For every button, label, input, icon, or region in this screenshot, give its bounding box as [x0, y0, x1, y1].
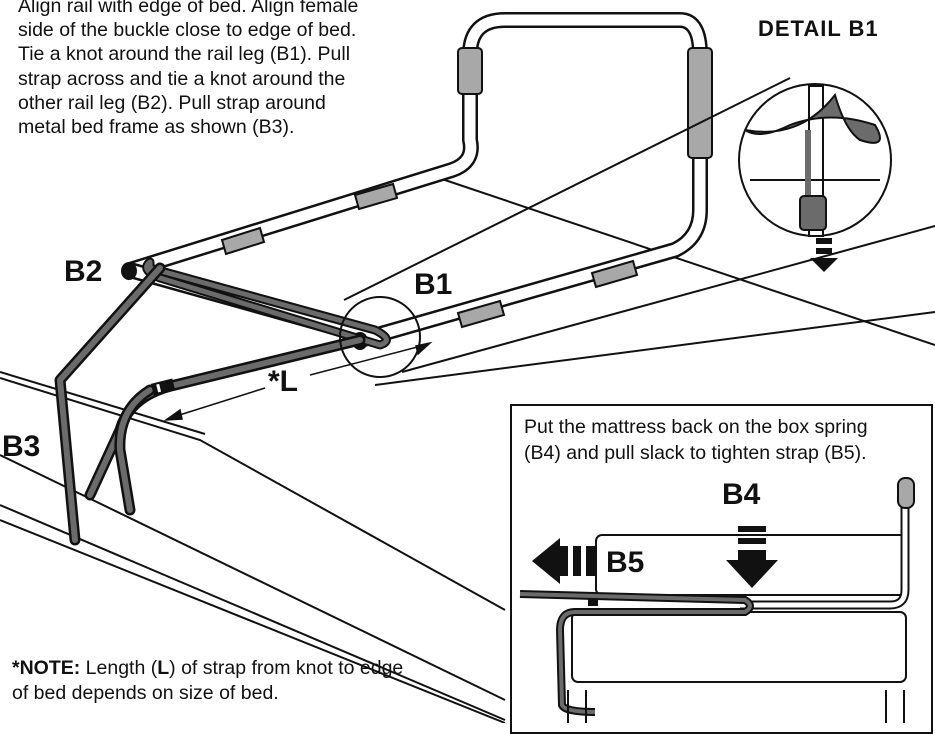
instruction-line: Align rail with edge of bed. Align femal…: [18, 0, 359, 17]
detail-b1-title: DETAIL B1: [758, 16, 879, 41]
instructions-text: Align rail with edge of bed. Align femal…: [18, 0, 438, 139]
label-b4: B4: [722, 478, 761, 511]
label-b1: B1: [414, 268, 453, 301]
rail-grips: [220, 47, 713, 329]
detail-b1-view: [738, 83, 892, 272]
label-b5: B5: [606, 546, 645, 579]
label-length: *L: [268, 365, 298, 398]
label-b2: B2: [64, 255, 103, 288]
inset-line: (B4) and pull slack to tighten strap (B5…: [524, 442, 867, 464]
label-b3: B3: [2, 430, 41, 463]
bed-outline: [0, 174, 935, 723]
instruction-line: strap across and tie a knot around the: [18, 67, 346, 90]
length-arrow: [163, 341, 433, 421]
note-line-2: of bed depends on size of bed.: [12, 682, 279, 704]
note-text-a: Length (: [80, 657, 158, 679]
buckle: [150, 378, 176, 396]
length-note: *NOTE: Length (L) of strap from knot to …: [12, 656, 512, 706]
note-bold-l: L: [157, 657, 170, 679]
note-text-b: ) of strap from knot to edge: [169, 657, 404, 679]
note-line-1: *NOTE: Length (L) of strap from knot to …: [12, 656, 512, 681]
inset-instructions: Put the mattress back on the box spring …: [524, 414, 934, 466]
instruction-line: metal bed frame as shown (B3).: [18, 116, 295, 139]
instruction-line: Tie a knot around the rail leg (B1). Pul…: [18, 43, 351, 66]
instruction-line: other rail leg (B2). Pull strap around: [18, 91, 326, 114]
instruction-line: side of the buckle close to edge of bed.: [18, 19, 357, 42]
b1-callout: [339, 77, 935, 378]
inset-line: Put the mattress back on the box spring: [524, 416, 868, 438]
note-prefix: *NOTE:: [12, 657, 81, 679]
